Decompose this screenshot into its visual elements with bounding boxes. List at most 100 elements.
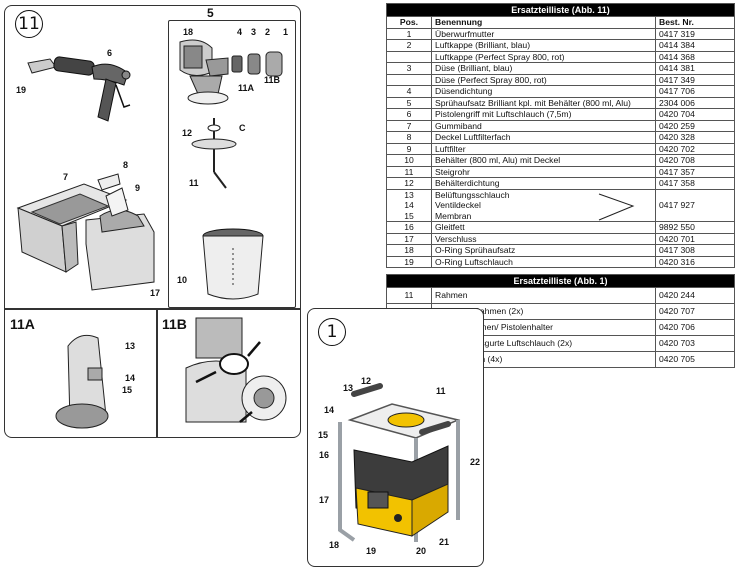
row-pos: 12: [386, 177, 432, 190]
figure-1-badge: 1: [318, 318, 346, 346]
fig1-callout-17: 17: [319, 495, 330, 505]
row-name: Luftfilter: [431, 142, 656, 155]
row-nr: 0420 244: [655, 287, 735, 304]
row-nr: 0417 357: [655, 165, 735, 178]
machine-frame-illustration: [338, 383, 461, 542]
row-name: Pistolengriff mit Luftschlauch (7,5m): [431, 108, 656, 121]
row-name: Verschluss: [431, 232, 656, 245]
group-pos: 15: [404, 210, 414, 221]
row-name: Gummiband: [431, 119, 656, 132]
row-pos: 4: [386, 85, 432, 98]
row-nr: 0420 708: [655, 154, 735, 167]
callout-4: 4: [237, 27, 243, 37]
row-name: Überwurfmutter: [431, 27, 656, 40]
row-nr: 2304 006: [655, 96, 735, 109]
figure-11-badge: 11: [15, 10, 43, 38]
callout-9: 9: [135, 183, 141, 193]
subpanel-11a-label: 11A: [10, 316, 35, 332]
row-name: Düse (Brilliant, blau): [431, 62, 656, 75]
row-nr: 0420 702: [655, 142, 735, 155]
row-pos: 1: [386, 27, 432, 40]
fig1-callout-13: 13: [343, 383, 354, 393]
fig1-callout-20: 20: [416, 546, 427, 556]
row-pos: 8: [386, 131, 432, 144]
group-pos: 14: [404, 200, 414, 210]
row-name: Behälterdichtung: [431, 177, 656, 190]
callout-11a-15: 15: [122, 385, 133, 395]
row-nr: 0420 704: [655, 108, 735, 121]
callout-11a-13: 13: [125, 341, 136, 351]
row-nr: 0420 703: [655, 335, 735, 352]
table-row: Düse (Perfect Spray 800, rot)0417 349: [386, 73, 735, 86]
row-name: Düse (Perfect Spray 800, rot): [431, 73, 656, 86]
row-nr: 0420 328: [655, 131, 735, 144]
group-pos: 13: [404, 189, 414, 200]
row-nr: 9892 550: [655, 221, 735, 234]
fig1-callout-19: 19: [366, 546, 377, 556]
table1-title: Ersatzteilliste (Abb. 1): [386, 274, 735, 288]
subpanel-11b-label: 11B: [162, 316, 187, 332]
lower-divider: [4, 308, 300, 310]
row-nr: 0420 707: [655, 303, 735, 320]
row-name: Deckel Luftfilterfach: [431, 131, 656, 144]
row-name: Behälter (800 ml, Alu) mit Deckel: [431, 154, 656, 167]
table11-head-name: Benennung: [431, 16, 656, 29]
row-nr: 0414 368: [655, 50, 735, 63]
row-nr: 0420 316: [655, 255, 735, 268]
row-name: Luftkappe (Brilliant, blau): [431, 39, 656, 52]
callout-17: 17: [150, 288, 161, 298]
callout-8: 8: [123, 160, 129, 170]
callout-18: 18: [183, 27, 194, 37]
row-pos: 16: [386, 221, 432, 234]
subpanel-5-label: 5: [207, 6, 214, 20]
row-nr: 0417 308: [655, 244, 735, 257]
parts-table-fig11: Ersatzteilliste (Abb. 11) Pos. Benennung…: [386, 3, 735, 268]
callout-c: C: [239, 123, 246, 133]
row-pos: [386, 50, 432, 63]
fig1-callout-22: 22: [470, 457, 481, 467]
row-nr: 0417 706: [655, 85, 735, 98]
fig1-callout-14: 14: [324, 405, 335, 415]
detail-11b-illustration: [185, 317, 287, 423]
row-nr: 0414 384: [655, 39, 735, 52]
callout-2: 2: [265, 27, 271, 37]
row-pos: 9: [386, 142, 432, 155]
row-pos: 17: [386, 232, 432, 245]
row-name: Rahmen: [431, 287, 656, 304]
row-name: Düsendichtung: [431, 85, 656, 98]
callout-1: 1: [283, 27, 289, 37]
callout-19: 19: [16, 85, 27, 95]
row-pos: 6: [386, 108, 432, 121]
container-illustration: [202, 228, 264, 300]
table11-title: Ersatzteilliste (Abb. 11): [386, 3, 735, 17]
callout-12: 12: [182, 128, 193, 138]
row-pos: 5: [386, 96, 432, 109]
table-row: Luftkappe (Perfect Spray 800, rot)0414 3…: [386, 50, 735, 63]
row-pos: 11: [386, 165, 432, 178]
callout-11a-14: 14: [125, 373, 136, 383]
row-pos: 11: [386, 287, 432, 304]
lower-vdivider: [156, 308, 158, 438]
row-name: O-Ring Sprühaufsatz: [431, 244, 656, 257]
spray-attachment-illustration: [179, 39, 283, 189]
row-pos: 2: [386, 39, 432, 52]
table11-head-nr: Best. Nr.: [655, 16, 735, 29]
callout-11: 11: [189, 178, 199, 188]
row-name: Sprühaufsatz Brilliant kpl. mit Behälter…: [431, 96, 656, 109]
callout-11a: 11A: [238, 83, 255, 93]
group-name: Membran: [435, 210, 472, 221]
